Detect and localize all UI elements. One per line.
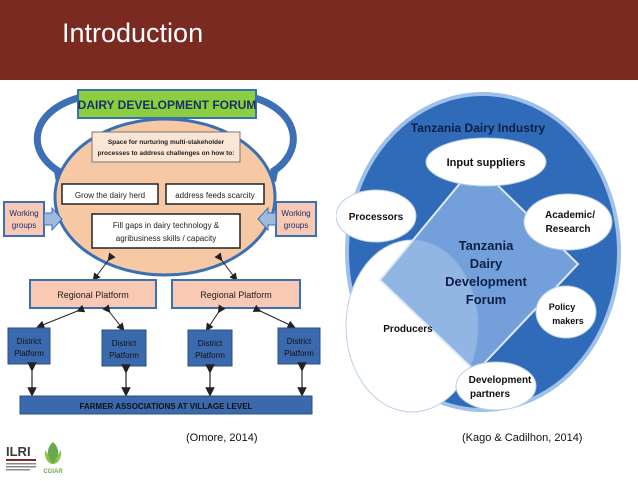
input-suppliers-oval (425, 137, 547, 187)
space-text-line1: Space for nurturing multi-stakeholder (108, 139, 225, 146)
academic-oval (523, 193, 613, 251)
oval-to-regional-left-arrow (92, 252, 116, 282)
svg-text:CGIAR: CGIAR (43, 469, 63, 475)
working-groups-right-line1: Working (281, 209, 310, 218)
forum-title-banner (77, 89, 257, 119)
dairy-forum-diagram: DAIRY DEVELOPMENT FORUM Space for nurtur… (3, 89, 321, 415)
grow-herd-text: Grow the dairy herd (75, 191, 145, 200)
dev-line1: Development (469, 375, 532, 386)
center-line1: Tanzania (459, 238, 514, 253)
ilri-logo: ILRI (4, 440, 38, 474)
tanzania-dairy-industry-diagram: Tanzania Dairy Industry Input suppliers … (336, 92, 621, 413)
district-platform-2-line2: Platform (109, 351, 139, 360)
district-platform-1-line1: District (17, 337, 42, 346)
oval-to-regional-right-arrow (214, 252, 238, 282)
processors-text: Processors (349, 212, 404, 223)
working-groups-left-line2: groups (12, 221, 36, 230)
policy-line1: Policy (549, 302, 576, 312)
policy-makers-oval (535, 285, 597, 339)
industry-title: Tanzania Dairy Industry (411, 121, 546, 135)
space-box (91, 131, 241, 163)
regional-to-district-4-arrow (252, 304, 296, 328)
feeds-text: address feeds scarcity (175, 191, 255, 200)
regional-platform-left-text: Regional Platform (57, 290, 129, 300)
working-groups-left-line1: Working (9, 209, 38, 218)
space-text-line2: processes to address challenges on how t… (98, 150, 235, 157)
svg-text:ILRI: ILRI (6, 444, 31, 459)
grow-herd-box (61, 183, 159, 205)
district-platform-1-line2: Platform (14, 349, 44, 358)
center-line2: Dairy (470, 256, 503, 271)
title-bar: Introduction (0, 0, 638, 80)
ilri-logo-graphic: ILRI (6, 444, 36, 471)
left-curved-arrow (33, 94, 80, 176)
cgiar-logo: CGIAR (40, 440, 66, 476)
right-curved-arrow (253, 94, 297, 175)
district-platform-3-line1: District (198, 339, 223, 348)
academic-line2: Research (545, 224, 590, 235)
slide-title: Introduction (62, 18, 204, 48)
working-groups-left-arrow (43, 206, 63, 232)
district-platform-2 (101, 329, 147, 367)
processors-oval (336, 189, 417, 243)
working-groups-right-line2: groups (284, 221, 308, 230)
academic-line1: Academic/ (545, 210, 595, 221)
forum-title-text: DAIRY DEVELOPMENT FORUM (78, 98, 257, 112)
district-platform-3-line2: Platform (195, 351, 225, 360)
input-suppliers-text: Input suppliers (447, 157, 526, 169)
working-groups-left (3, 201, 45, 237)
fill-gaps-line1: Fill gaps in dairy technology & (113, 221, 220, 230)
district-platform-1 (7, 327, 51, 365)
district-platform-4-line2: Platform (284, 349, 314, 358)
left-caption: (Omore, 2014) (186, 432, 258, 444)
farmer-associations-text: FARMER ASSOCIATIONS AT VILLAGE LEVEL (80, 402, 253, 411)
regional-to-district-3-arrow (205, 304, 226, 332)
policy-line2: makers (552, 316, 584, 326)
district-platform-2-line1: District (112, 339, 137, 348)
fill-gaps-line2: agribusiness skills / capacity (116, 234, 216, 243)
farmer-associations-bar (19, 395, 313, 415)
working-groups-right-arrow (257, 206, 277, 232)
regional-platform-right-text: Regional Platform (200, 290, 272, 300)
regional-to-district-1-arrow (36, 304, 86, 329)
district-platform-4 (277, 327, 321, 365)
regional-to-district-2-arrow (102, 304, 125, 332)
center-line4: Forum (466, 292, 506, 307)
district-platform-3 (187, 329, 233, 367)
regional-platform-left (29, 279, 157, 309)
fill-gaps-box (91, 213, 241, 249)
working-groups-right (275, 201, 317, 237)
cgiar-logo-graphic: CGIAR (43, 442, 63, 475)
right-caption: (Kago & Cadilhon, 2014) (462, 432, 583, 444)
feeds-box (165, 183, 265, 205)
producers-text: Producers (383, 324, 433, 335)
dev-line2: partners (470, 389, 510, 400)
development-partners-oval (455, 361, 537, 411)
district-platform-4-line1: District (287, 337, 312, 346)
center-line3: Development (445, 274, 527, 289)
regional-platform-right (171, 279, 301, 309)
